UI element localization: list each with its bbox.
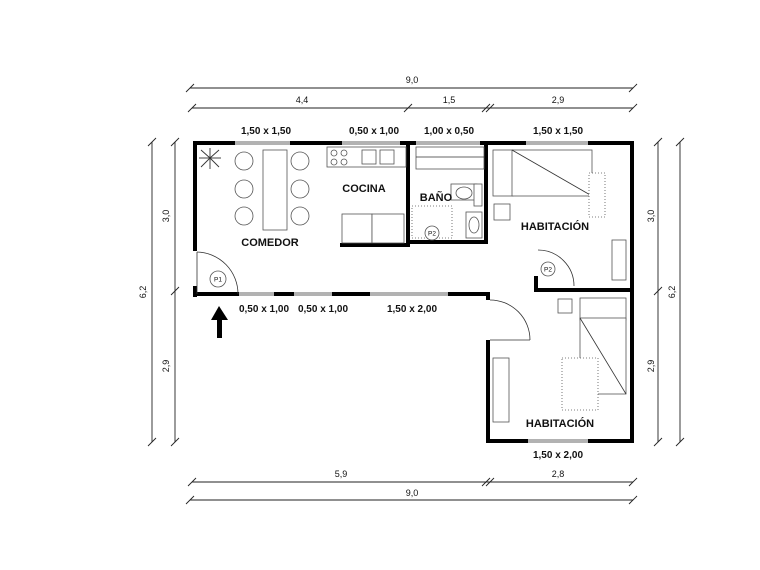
dim-left-total: 6,2 [138,286,148,299]
kitchen-furniture [326,146,407,244]
door-p1-label: P1 [214,277,222,284]
plant-icon [199,148,221,169]
dim-right-lower: 2,9 [646,360,656,373]
dim-top-b: 1,5 [443,95,456,105]
room-label-cocina: COCINA [342,183,385,195]
dim-top-c: 2,9 [552,95,565,105]
upper-bedroom-furniture [492,149,627,281]
room-label-habitacion-lower: HABITACIÓN [526,417,594,430]
door-p2-bath-label: P2 [428,231,436,238]
dim-top-total: 9,0 [406,75,419,85]
window-label-bottom-mid: 1,50 x 2,00 [387,304,437,315]
dim-bottom-a: 5,9 [335,469,348,479]
walls [193,141,634,443]
door-p2-room-label: P2 [544,267,552,274]
window-label-bottom-2: 0,50 x 1,00 [298,304,348,315]
room-label-bano: BAÑO [420,191,453,204]
window-label-habitacion-lower: 1,50 x 2,00 [533,450,583,461]
bathroom-fixtures [411,146,485,239]
dim-bottom-b: 2,8 [552,469,565,479]
dimension-lines [147,83,685,505]
dim-left-upper: 3,0 [161,210,171,223]
dim-left-lower: 2,9 [161,360,171,373]
room-label-comedor: COMEDOR [241,237,299,249]
doors [196,225,575,341]
dim-right-upper: 3,0 [646,210,656,223]
dim-right-total: 6,2 [667,286,677,299]
window-label-cocina: 0,50 x 1,00 [349,126,399,137]
window-label-bottom-1: 0,50 x 1,00 [239,304,289,315]
window-label-comedor: 1,50 x 1,50 [241,126,291,137]
dim-bottom-total: 9,0 [406,488,419,498]
window-label-bano: 1,00 x 0,50 [424,126,474,137]
room-label-habitacion-upper: HABITACIÓN [521,220,589,233]
dining-furniture [199,148,310,231]
lower-bedroom-furniture [492,297,627,423]
entrance-arrow-icon [211,306,228,338]
dim-top-a: 4,4 [296,95,309,105]
window-label-habitacion-upper: 1,50 x 1,50 [533,126,583,137]
